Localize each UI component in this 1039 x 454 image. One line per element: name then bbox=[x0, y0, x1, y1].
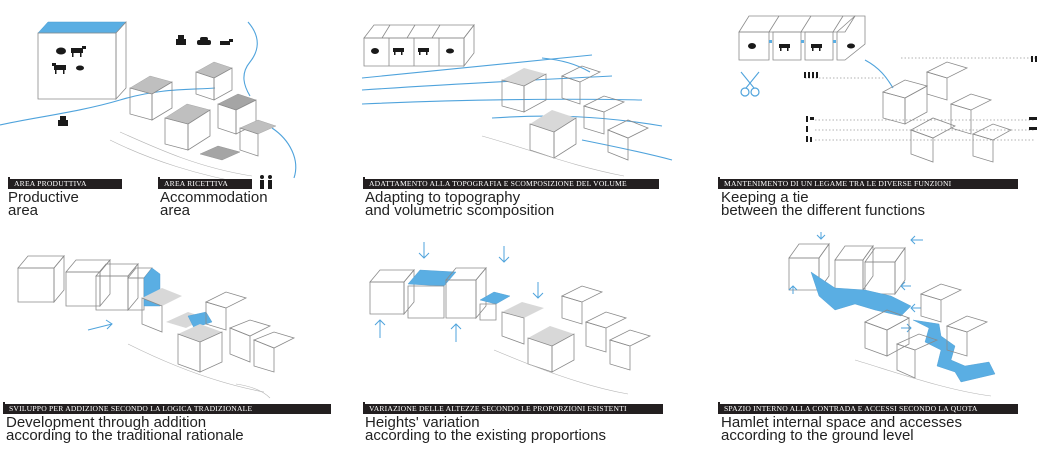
tag-internal-space: SPAZIO INTERNO ALLA CONTRADA E ACCESSI S… bbox=[720, 404, 1018, 414]
people-icon bbox=[804, 56, 1037, 142]
village-buildings bbox=[109, 61, 277, 185]
cow-icon bbox=[52, 46, 86, 74]
diagram-keeping-tie bbox=[738, 15, 1037, 163]
caption-keeping-tie: Keeping a tie between the different func… bbox=[721, 189, 926, 219]
diagram-internal-space bbox=[788, 232, 996, 397]
caption-internal-space: Hamlet internal space and accesses accor… bbox=[721, 414, 962, 444]
tag-accommodation: AREA RICETTIVA bbox=[160, 179, 252, 189]
tractor-icon bbox=[58, 116, 68, 126]
internal-space-blue bbox=[810, 271, 912, 317]
panel-topography: ADATTAMENTO ALLA TOPOGRAFIA E SCOMPOSIZI… bbox=[361, 0, 682, 230]
arrow-right-icon bbox=[87, 319, 113, 331]
volumes-row bbox=[369, 266, 511, 321]
lowered-roof-blue bbox=[479, 291, 511, 305]
car-icon bbox=[176, 35, 233, 45]
diagram-development bbox=[17, 254, 296, 399]
village-buildings bbox=[481, 65, 649, 177]
village-buildings bbox=[854, 283, 992, 397]
panel-internal-space: SPAZIO INTERNO ALLA CONTRADA E ACCESSI S… bbox=[715, 232, 1039, 454]
panel-productive-accommodation: AREA PRODUTTIVA Productive area AREA RIC… bbox=[0, 0, 340, 230]
access-path-blue bbox=[912, 319, 996, 383]
caption-topography: Adapting to topography and volumetric sc… bbox=[365, 189, 555, 219]
tag-heights: VARIAZIONE DELLE ALTEZZE SECONDO LE PROP… bbox=[365, 404, 663, 414]
arrow-icons bbox=[374, 242, 544, 342]
people-icon bbox=[260, 175, 272, 189]
volumes-row bbox=[17, 254, 161, 312]
volumes-row bbox=[738, 15, 866, 61]
panel-heights-variation: VARIAZIONE DELLE ALTEZZE SECONDO LE PROP… bbox=[362, 232, 682, 454]
caption-heights: Heights' variation according to the exis… bbox=[365, 414, 606, 444]
caption-productive: Productive area bbox=[8, 189, 79, 219]
volumes-row bbox=[363, 23, 475, 68]
tag-development-addition: SVILUPPO PER ADDIZIONE SECONDO LA LOGICA… bbox=[5, 404, 331, 414]
contour-lines bbox=[361, 54, 673, 161]
tag-topography: ADATTAMENTO ALLA TOPOGRAFIA E SCOMPOSIZI… bbox=[365, 179, 659, 189]
tag-keeping-tie: MANTENIMENTO DI UN LEGAME TRA LE DIVERSE… bbox=[720, 179, 1018, 189]
village-buildings bbox=[881, 61, 1012, 163]
caption-development: Development through addition according t… bbox=[6, 414, 244, 444]
diagram-heights bbox=[369, 242, 652, 395]
caption-accommodation: Accommodation area bbox=[160, 189, 268, 219]
volumes-row bbox=[788, 242, 906, 296]
diagram-productive-area bbox=[0, 20, 297, 185]
tag-productive: AREA PRODUTTIVA bbox=[10, 179, 122, 189]
arrow-icons bbox=[788, 232, 923, 333]
village-buildings bbox=[127, 288, 296, 399]
heightened-roof-blue bbox=[407, 269, 457, 287]
scissors-icon bbox=[740, 71, 760, 97]
diagram-topography bbox=[361, 23, 673, 177]
panel-development-addition: AREA PRODUTTIVA SVILUPPO PER ADDIZIONE S… bbox=[0, 232, 340, 454]
village-buildings bbox=[493, 285, 652, 395]
panel-keeping-tie: MANTENIMENTO DI UN LEGAME TRA LE DIVERSE… bbox=[715, 0, 1039, 230]
